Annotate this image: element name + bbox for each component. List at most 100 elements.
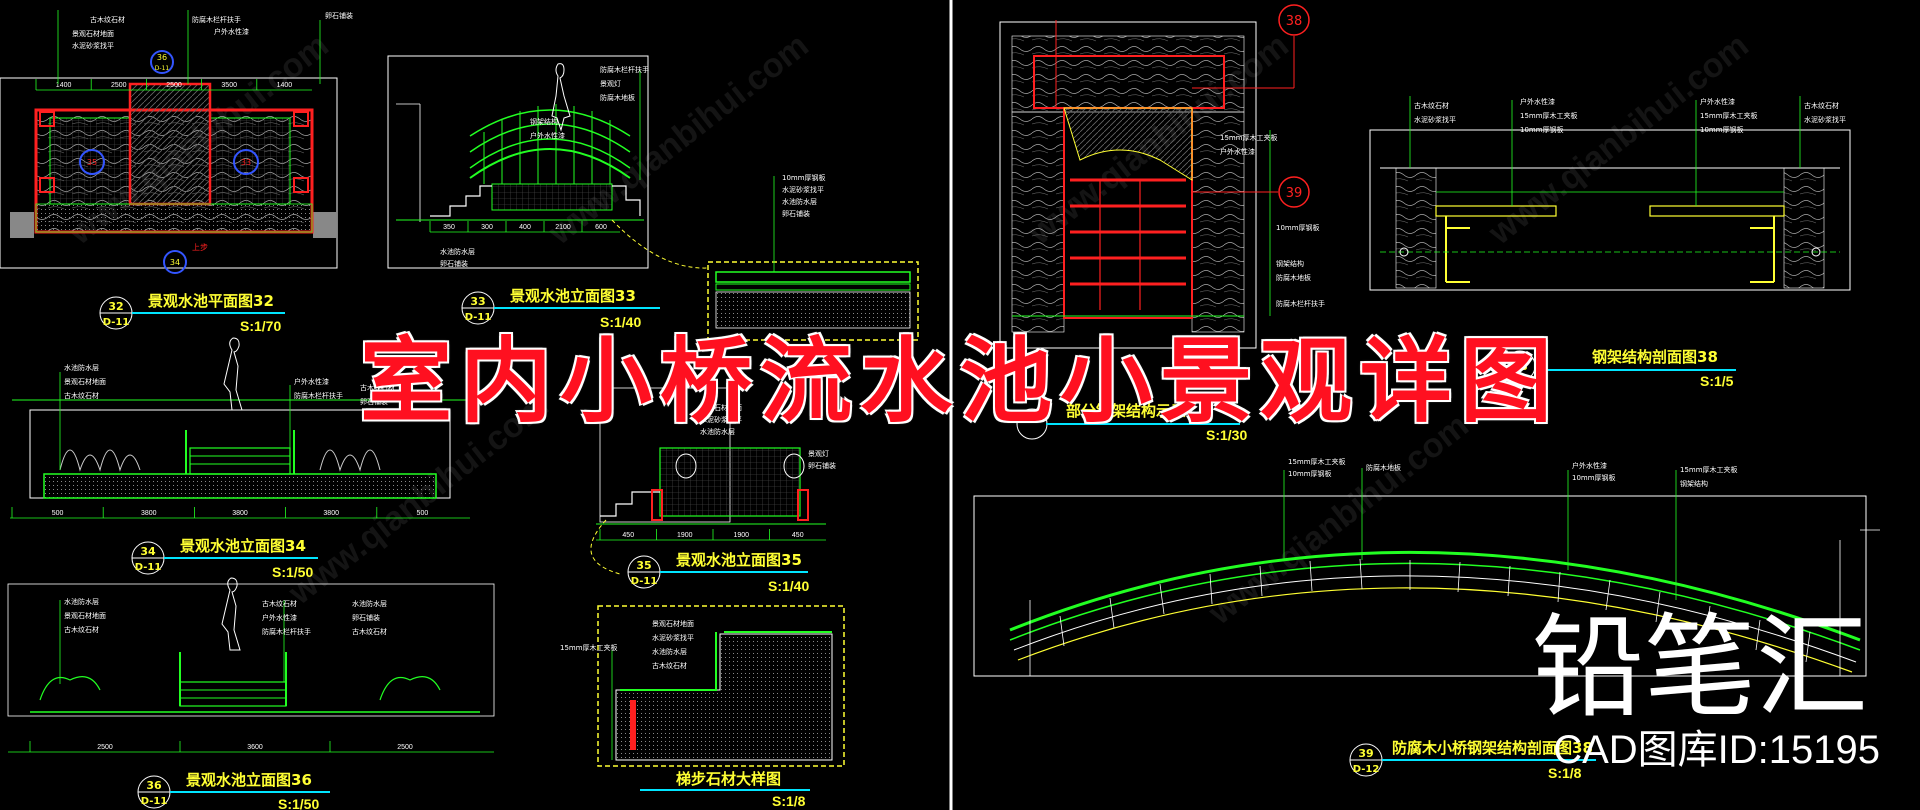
callout-number: 33 bbox=[241, 158, 251, 167]
dimension-label: 2500 bbox=[97, 744, 113, 751]
drawing-scale: S:1/50 bbox=[272, 564, 313, 580]
dimension-label: 3600 bbox=[247, 744, 263, 751]
dimension-label: 600 bbox=[595, 224, 607, 231]
svg-text:防腐木地板: 防腐木地板 bbox=[1276, 273, 1311, 282]
svg-text:15mm厚木工夹板: 15mm厚木工夹板 bbox=[1220, 133, 1278, 142]
svg-text:10mm厚钢板: 10mm厚钢板 bbox=[782, 173, 826, 182]
annotation: 景观石材地面 bbox=[72, 29, 114, 38]
drawing-scale: S:1/30 bbox=[1206, 427, 1247, 443]
svg-text:景观石材地面: 景观石材地面 bbox=[64, 377, 106, 386]
dimension-label: 300 bbox=[481, 224, 493, 231]
svg-text:古木纹石材: 古木纹石材 bbox=[352, 627, 387, 636]
svg-text:水池防水层: 水池防水层 bbox=[352, 599, 387, 608]
svg-text:景观石材地面: 景观石材地面 bbox=[652, 619, 694, 628]
annotation: 古木纹石材 bbox=[90, 15, 125, 24]
title-block-34: 34 D-11 景观水池立面图34 S:1/50 bbox=[131, 537, 318, 580]
dimension-label: 500 bbox=[52, 510, 64, 517]
svg-text:35: 35 bbox=[636, 559, 651, 572]
svg-text:10mm厚钢板: 10mm厚钢板 bbox=[1520, 125, 1564, 134]
dimension-label: 1400 bbox=[277, 82, 293, 89]
svg-text:户外水性漆: 户外水性漆 bbox=[262, 613, 297, 622]
annotation: 户外水性漆 bbox=[214, 27, 249, 36]
svg-text:15mm厚木工夹板: 15mm厚木工夹板 bbox=[560, 643, 618, 652]
annotation: 防腐木栏杆扶手 bbox=[192, 15, 241, 24]
dimension-label: 500 bbox=[417, 510, 429, 517]
drawing-scale: S:1/8 bbox=[772, 793, 806, 809]
drawing-scale: S:1/40 bbox=[768, 578, 809, 594]
dimension-label: 1900 bbox=[733, 532, 749, 539]
drawing-title: 景观水池立面图35 bbox=[676, 551, 802, 569]
svg-text:钢架结构: 钢架结构 bbox=[1276, 259, 1304, 268]
svg-text:水泥砂浆找平: 水泥砂浆找平 bbox=[1414, 115, 1456, 124]
svg-text:D-11: D-11 bbox=[465, 312, 492, 323]
dimension-label: 1900 bbox=[677, 532, 693, 539]
svg-text:卵石铺装: 卵石铺装 bbox=[352, 613, 380, 622]
drawing-38-steel-section: 古木纹石材 水泥砂浆找平 户外水性漆 15mm厚木工夹板 10mm厚钢板 户外水… bbox=[1369, 96, 1851, 291]
title-block-39: 39 D-12 防腐木小桥钢架结构剖面图38 S:1/8 bbox=[1349, 739, 1596, 781]
callout-sheet: D-11 bbox=[155, 65, 170, 72]
svg-text:卵石铺装: 卵石铺装 bbox=[360, 397, 388, 406]
dimension-label: 2100 bbox=[555, 224, 571, 231]
svg-text:10mm厚钢板: 10mm厚钢板 bbox=[1700, 125, 1744, 134]
svg-text:15mm厚木工夹板: 15mm厚木工夹板 bbox=[1288, 457, 1346, 466]
svg-text:古木纹石材: 古木纹石材 bbox=[1414, 101, 1449, 110]
svg-text:水池防水层: 水池防水层 bbox=[64, 597, 99, 606]
svg-text:防腐木栏杆扶手: 防腐木栏杆扶手 bbox=[262, 627, 311, 636]
svg-text:水池防水层: 水池防水层 bbox=[700, 427, 735, 436]
svg-text:户外水性漆: 户外水性漆 bbox=[294, 377, 329, 386]
svg-text:景观石材地面: 景观石材地面 bbox=[700, 403, 742, 412]
drawing-scale: S:1/8 bbox=[1548, 765, 1582, 781]
svg-text:户外水性漆: 户外水性漆 bbox=[1572, 461, 1607, 470]
step-up-mark: 上步 bbox=[192, 243, 208, 252]
svg-text:户外水性漆: 户外水性漆 bbox=[1700, 97, 1735, 106]
svg-text:古木纹石材: 古木纹石材 bbox=[64, 625, 99, 634]
title-block-37: 部分钢架结构示意 S:1/30 bbox=[1016, 402, 1247, 443]
dimension-label: 450 bbox=[792, 532, 804, 539]
dimension-label: 400 bbox=[519, 224, 531, 231]
drawing-34-elevation: 水池防水层 景观石材地面 古木纹石材 户外水性漆 防腐木栏杆扶手 古木纹石材 卵… bbox=[10, 337, 470, 519]
dimension-label: 3800 bbox=[232, 510, 248, 517]
dimension-label: 450 bbox=[622, 532, 634, 539]
svg-text:古木纹石材: 古木纹石材 bbox=[652, 661, 687, 670]
svg-text:水池防水层: 水池防水层 bbox=[440, 247, 475, 256]
svg-text:户外水性漆: 户外水性漆 bbox=[1220, 147, 1255, 156]
svg-text:水泥砂浆找平: 水泥砂浆找平 bbox=[782, 185, 824, 194]
svg-text:水泥砂浆找平: 水泥砂浆找平 bbox=[652, 633, 694, 642]
svg-text:户外水性漆: 户外水性漆 bbox=[1520, 97, 1555, 106]
svg-text:15mm厚木工夹板: 15mm厚木工夹板 bbox=[1700, 111, 1758, 120]
svg-text:水池防水层: 水池防水层 bbox=[782, 197, 817, 206]
callout-39: 39 bbox=[1286, 186, 1303, 201]
svg-text:D-11: D-11 bbox=[135, 562, 162, 573]
dimension-label: 2500 bbox=[397, 744, 413, 751]
drawing-scale: S:1/5 bbox=[1700, 373, 1734, 389]
dimension-label: 1400 bbox=[56, 82, 72, 89]
drawing-title: 钢架结构剖面图38 bbox=[1592, 348, 1718, 366]
svg-text:33: 33 bbox=[470, 295, 485, 308]
svg-text:15mm厚木工夹板: 15mm厚木工夹板 bbox=[1680, 465, 1738, 474]
dimension-label: 2500 bbox=[166, 82, 182, 89]
svg-text:景观灯: 景观灯 bbox=[808, 449, 829, 458]
callout-38: 38 bbox=[1286, 14, 1303, 29]
stair-stone-detail: 15mm厚木工夹板 景观石材地面 水泥砂浆找平 水池防水层 古木纹石材 bbox=[560, 605, 845, 767]
dimension-label: 2500 bbox=[111, 82, 127, 89]
title-block-32: 32 D-11 景观水池平面图32 S:1/70 bbox=[99, 292, 285, 334]
brand-logo-text: 铅笔汇 bbox=[1532, 603, 1868, 733]
drawing-36-elevation: 水池防水层 景观石材地面 古木纹石材 古木纹石材 户外水性漆 防腐木栏杆扶手 水… bbox=[7, 577, 495, 753]
library-id: CAD图库ID:15195 bbox=[1553, 728, 1880, 772]
svg-text:10mm厚钢板: 10mm厚钢板 bbox=[1276, 223, 1320, 232]
svg-text:户外水性漆: 户外水性漆 bbox=[530, 131, 565, 140]
svg-text:水池防水层: 水池防水层 bbox=[64, 363, 99, 372]
svg-text:古木纹石材: 古木纹石材 bbox=[360, 383, 395, 392]
svg-text:钢架结构: 钢架结构 bbox=[1680, 479, 1708, 488]
annotation: 卵石铺装 bbox=[325, 11, 353, 20]
svg-text:防腐木栏杆扶手: 防腐木栏杆扶手 bbox=[1276, 299, 1325, 308]
svg-text:古木纹石材: 古木纹石材 bbox=[1804, 101, 1839, 110]
drawing-scale: S:1/50 bbox=[278, 796, 319, 810]
drawing-title: 部分钢架结构示意 bbox=[1066, 402, 1186, 420]
drawing-scale: S:1/70 bbox=[240, 318, 281, 334]
drawing-title: 景观水池立面图33 bbox=[510, 287, 636, 305]
svg-text:D-11: D-11 bbox=[141, 796, 168, 807]
banner-title: 室内小桥流水池小景观详图 bbox=[359, 328, 1560, 435]
